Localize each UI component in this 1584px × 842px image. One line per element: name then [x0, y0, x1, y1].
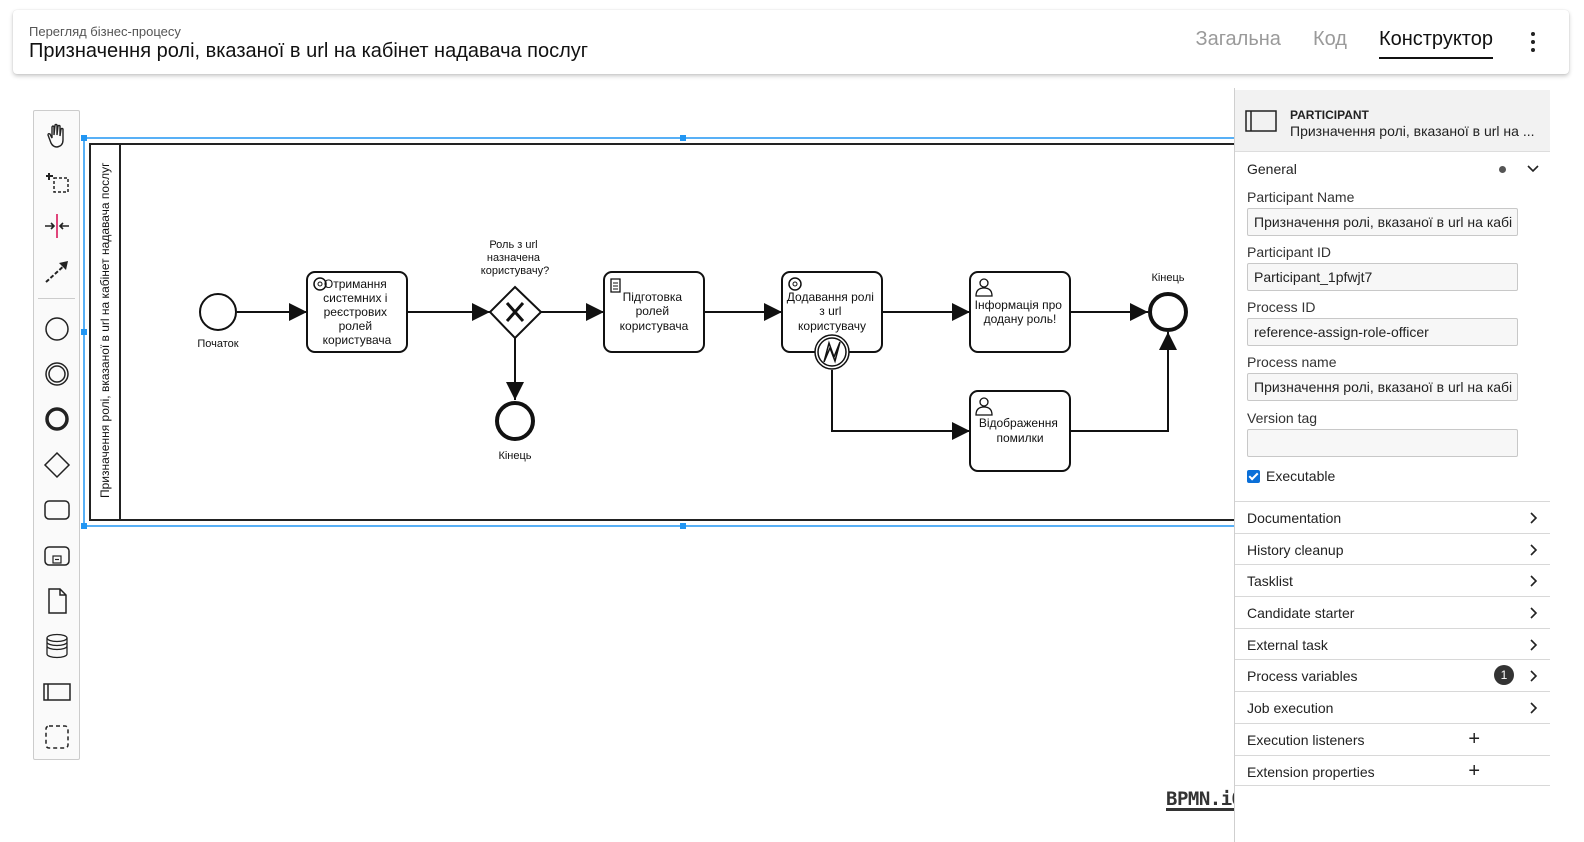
- section-process-variables[interactable]: Process variables 1: [1235, 659, 1550, 691]
- participant-name-input[interactable]: Призначення ролі, вказаної в url на кабі: [1247, 208, 1518, 236]
- header-bar: Перегляд бізнес-процесу Призначення ролі…: [13, 10, 1569, 74]
- process-name-label: Process name: [1247, 354, 1337, 370]
- svg-text:Інформація про додану: Інформація про додану роль!: [975, 298, 1066, 326]
- error-boundary-event[interactable]: [814, 334, 850, 370]
- gear-icon: [313, 277, 327, 291]
- start-event-label: Початок: [197, 338, 238, 350]
- chevron-right-icon: [1530, 702, 1538, 714]
- script-icon: [610, 278, 621, 293]
- pool-selection-outline: [81, 135, 1236, 529]
- page-subtitle: Перегляд бізнес-процесу: [29, 24, 181, 39]
- group-tool-icon[interactable]: [42, 722, 72, 752]
- svg-text:Відображення помилки: Відображення помилки: [979, 416, 1061, 445]
- version-tag-input[interactable]: [1247, 429, 1518, 457]
- general-group-title: General: [1247, 161, 1297, 177]
- service-task-add-role[interactable]: Додавання ролі з url користувачу: [781, 271, 883, 353]
- end-event[interactable]: [1148, 292, 1188, 332]
- diagram-canvas[interactable]: Призначення ролі, вказаної в url на кабі…: [0, 88, 1236, 842]
- panel-header: PARTICIPANT Призначення ролі, вказаної в…: [1235, 90, 1550, 152]
- palette-divider: [38, 298, 75, 299]
- end-event-no-role[interactable]: [495, 401, 535, 441]
- user-task-show-error[interactable]: Відображення помилки: [969, 390, 1071, 472]
- subprocess-tool-icon[interactable]: [42, 541, 72, 571]
- lasso-tool-icon[interactable]: [42, 166, 72, 196]
- error-icon: [823, 340, 841, 364]
- panel-sections: Documentation History cleanup Tasklist C…: [1235, 501, 1550, 787]
- tool-palette: [33, 110, 80, 760]
- svg-text:Підготовка ролей: Підготовка ролей користувача: [620, 290, 689, 333]
- add-icon[interactable]: +: [1468, 759, 1480, 782]
- user-icon: [975, 278, 993, 297]
- participant-icon: [1245, 110, 1277, 132]
- process-variables-count-badge: 1: [1494, 665, 1514, 686]
- add-icon[interactable]: +: [1468, 727, 1480, 750]
- tab-constructor[interactable]: Конструктор: [1378, 28, 1493, 59]
- task-tool-icon[interactable]: [42, 495, 72, 525]
- start-event-tool-icon[interactable]: [42, 314, 72, 344]
- section-job-execution[interactable]: Job execution: [1235, 691, 1550, 723]
- hand-tool-icon[interactable]: [42, 121, 72, 151]
- start-event[interactable]: [199, 293, 237, 331]
- end-event-tool-icon[interactable]: [42, 404, 72, 434]
- chevron-right-icon: [1530, 575, 1538, 587]
- user-task-role-info[interactable]: Інформація про додану роль!: [969, 271, 1071, 353]
- element-name: Призначення ролі, вказаної в url на ...: [1290, 123, 1535, 139]
- section-external-task[interactable]: External task: [1235, 627, 1550, 660]
- chevron-right-icon: [1530, 607, 1538, 619]
- bpmn-io-logo[interactable]: BPMN.iO: [1166, 790, 1236, 811]
- participant-id-input[interactable]: Participant_1pfwjt7: [1247, 263, 1518, 291]
- sequence-flows[interactable]: [237, 303, 1177, 440]
- element-type: PARTICIPANT: [1290, 108, 1369, 122]
- tab-bar: Загальна Код Конструктор: [1163, 28, 1493, 59]
- section-extension-properties[interactable]: Extension properties +: [1235, 754, 1550, 787]
- space-tool-icon[interactable]: [42, 211, 72, 241]
- pool-label: Призначення ролі, вказаної в url на кабі…: [98, 162, 112, 498]
- intermediate-event-tool-icon[interactable]: [42, 359, 72, 389]
- data-store-tool-icon[interactable]: [42, 631, 72, 661]
- service-task-get-roles[interactable]: Отримання системних і реєстрових ролей к…: [306, 271, 408, 353]
- general-group-header[interactable]: General: [1235, 156, 1550, 182]
- end-event-label: Кінець: [1151, 272, 1184, 284]
- process-id-input[interactable]: reference-assign-role-officer: [1247, 318, 1518, 346]
- process-name-input[interactable]: Призначення ролі, вказаної в url на кабі: [1247, 373, 1518, 401]
- page-title: Призначення ролі, вказаної в url на кабі…: [29, 40, 589, 62]
- executable-checkbox[interactable]: Executable: [1247, 468, 1335, 484]
- more-menu-icon[interactable]: [1527, 32, 1539, 54]
- process-id-label: Process ID: [1247, 299, 1316, 315]
- script-task-prepare-roles[interactable]: Підготовка ролей користувача: [603, 271, 705, 353]
- chevron-right-icon: [1530, 512, 1538, 524]
- participant-name-label: Participant Name: [1247, 189, 1355, 205]
- chevron-right-icon: [1530, 544, 1538, 556]
- checkbox-checked-icon[interactable]: [1247, 469, 1260, 483]
- data-marker-icon: [1499, 166, 1506, 173]
- gateway-label: Роль з url назначена користувачу?: [481, 239, 549, 277]
- pool-tool-icon[interactable]: [42, 677, 72, 707]
- gear-icon: [788, 277, 802, 291]
- section-documentation[interactable]: Documentation: [1235, 501, 1550, 533]
- general-group: General: [1235, 156, 1550, 182]
- tab-general[interactable]: Загальна: [1195, 28, 1281, 50]
- section-execution-listeners[interactable]: Execution listeners +: [1235, 722, 1550, 755]
- gateway-tool-icon[interactable]: [42, 450, 72, 480]
- version-tag-label: Version tag: [1247, 410, 1318, 426]
- properties-panel: PARTICIPANT Призначення ролі, вказаної в…: [1234, 88, 1550, 842]
- section-candidate-starter[interactable]: Candidate starter: [1235, 596, 1550, 628]
- exclusive-gateway[interactable]: [488, 285, 543, 340]
- tab-code[interactable]: Код: [1312, 28, 1347, 50]
- chevron-down-icon[interactable]: [1526, 162, 1540, 176]
- connect-tool-icon[interactable]: [42, 256, 72, 286]
- chevron-right-icon: [1530, 639, 1538, 651]
- participant-id-label: Participant ID: [1247, 244, 1332, 260]
- section-tasklist[interactable]: Tasklist: [1235, 564, 1550, 596]
- section-history-cleanup[interactable]: History cleanup: [1235, 532, 1550, 565]
- svg-text:Додавання ролі з url: Додавання ролі з url користувачу: [787, 290, 877, 333]
- user-icon: [975, 397, 993, 416]
- svg-text:Отримання системних і: Отримання системних і реєстрових ролей к…: [323, 277, 392, 347]
- end-event-no-role-label: Кінець: [498, 450, 531, 462]
- executable-label: Executable: [1266, 468, 1336, 484]
- chevron-right-icon: [1530, 670, 1538, 683]
- data-object-tool-icon[interactable]: [42, 586, 72, 616]
